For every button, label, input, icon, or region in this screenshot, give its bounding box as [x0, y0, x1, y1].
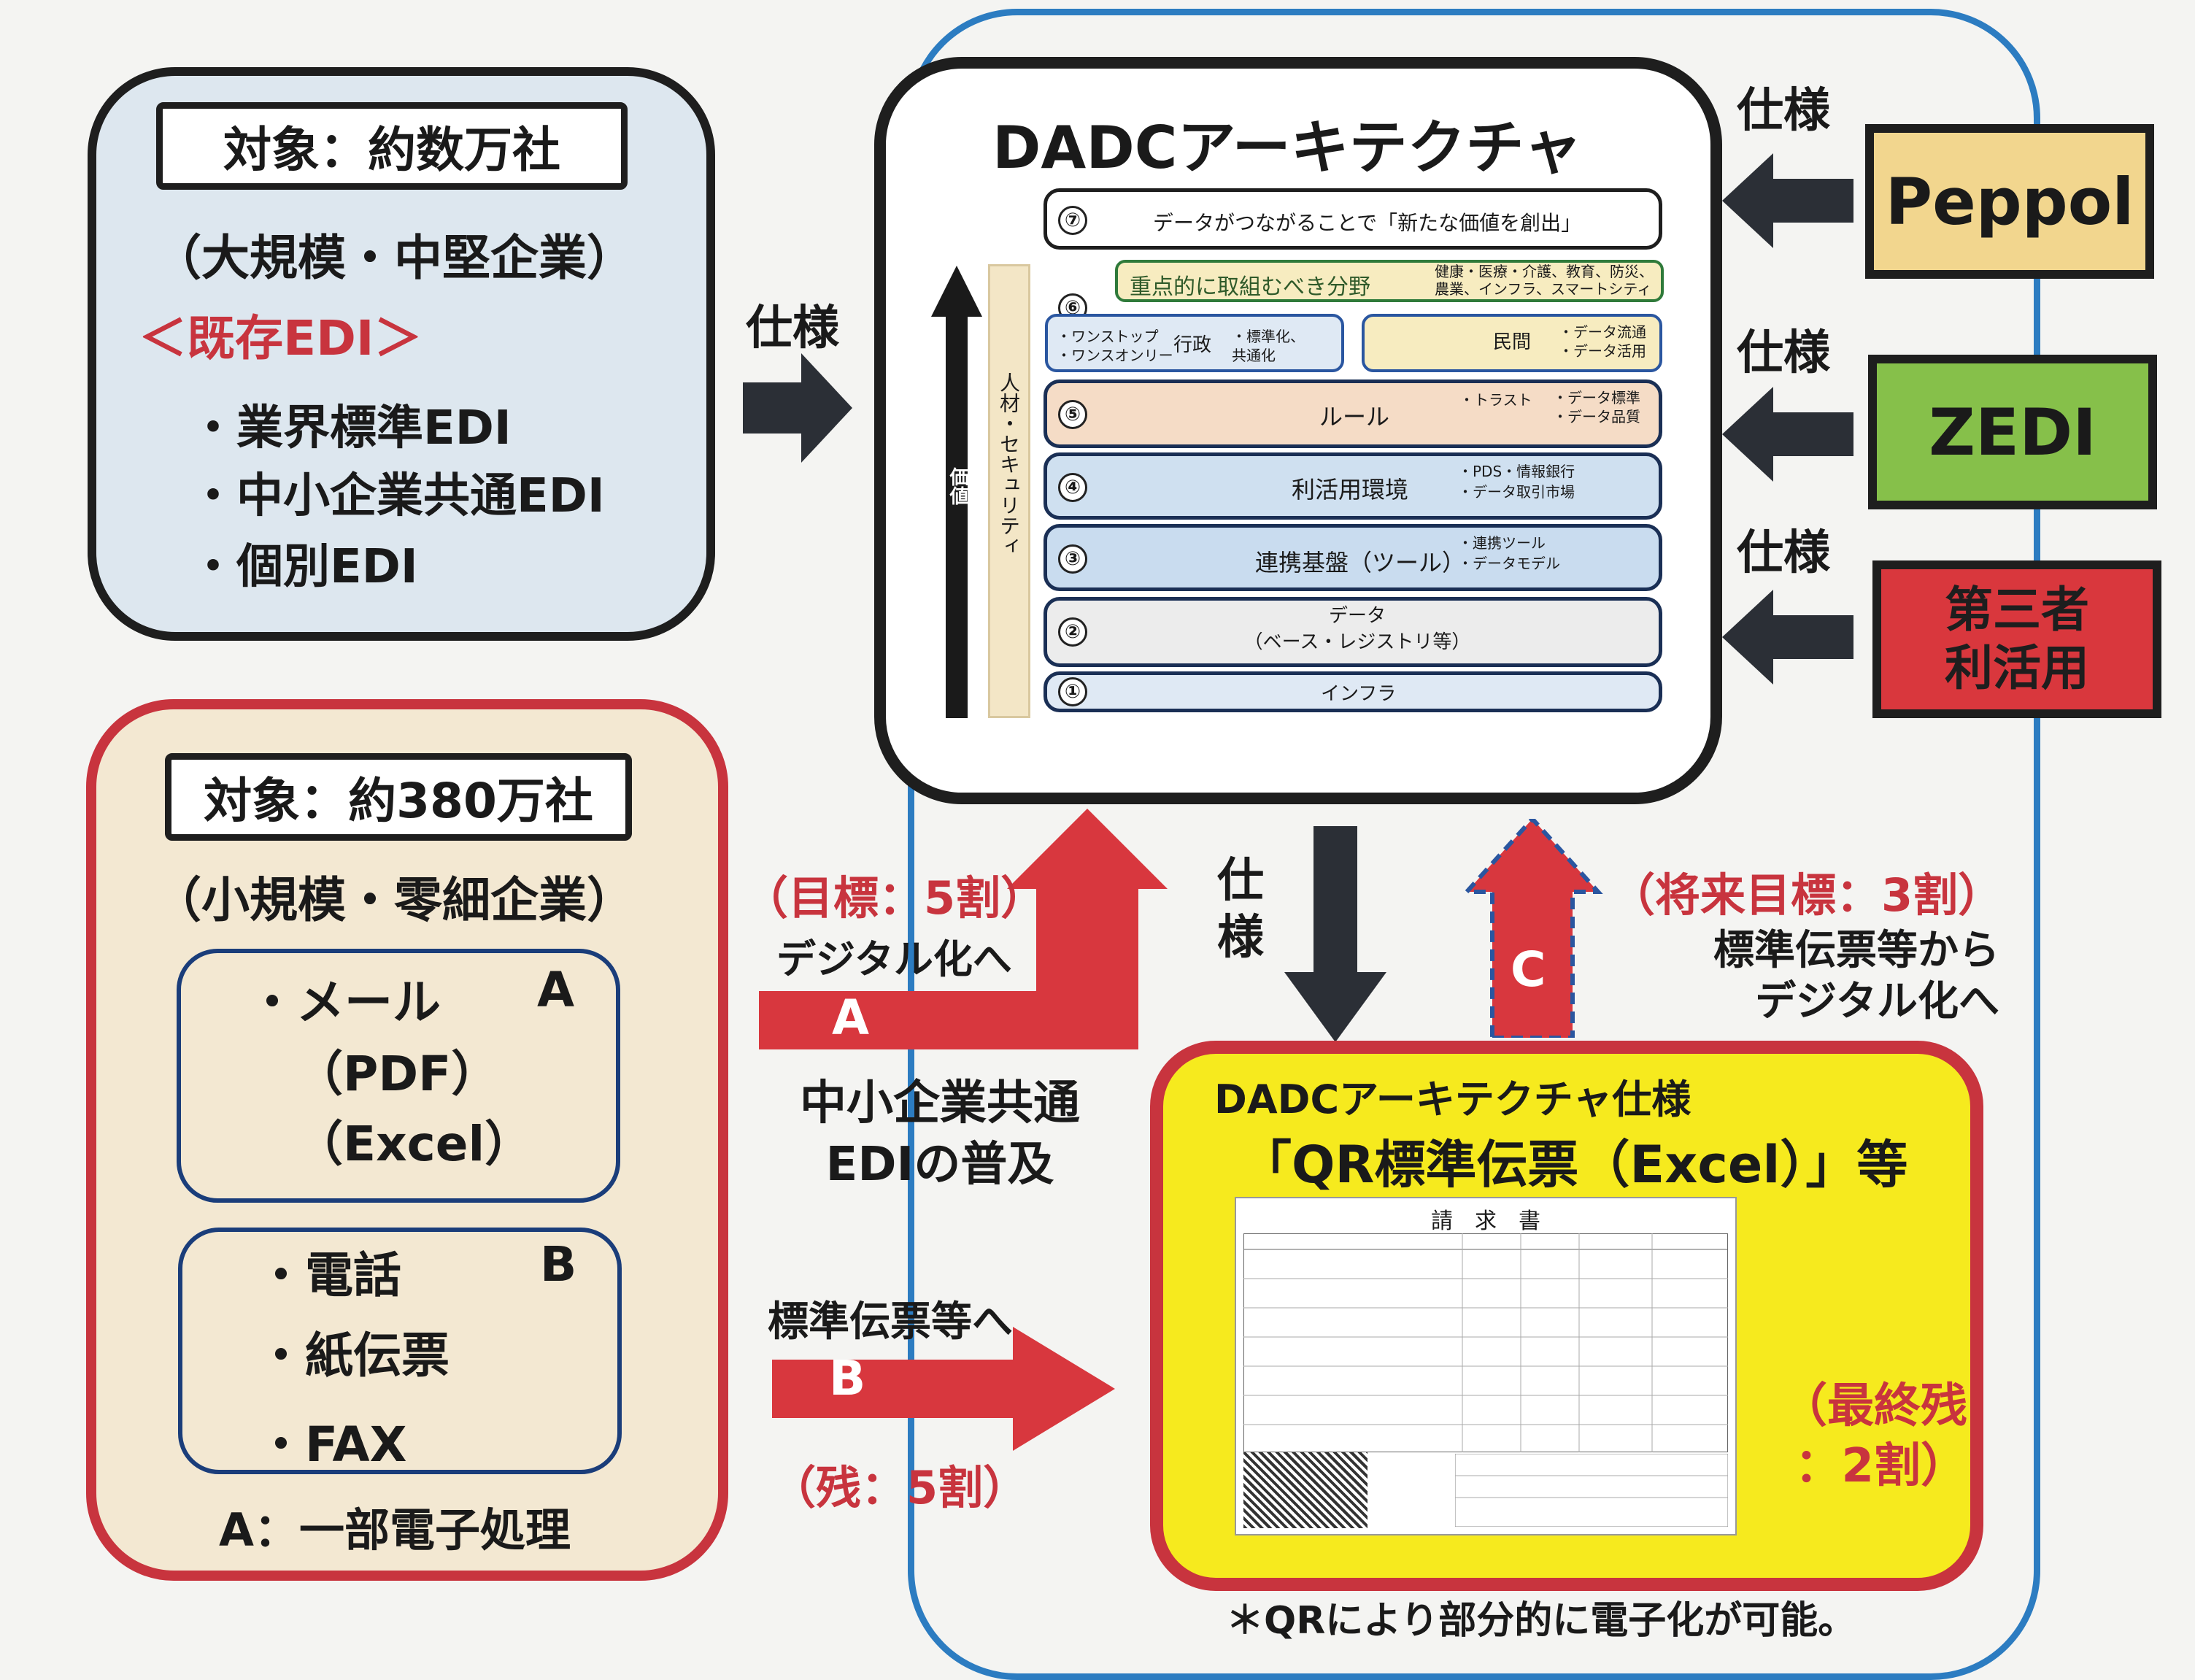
- arrow-a: [759, 809, 1168, 1049]
- layer-1: [1044, 671, 1662, 712]
- invoice-image: 請 求 書: [1235, 1197, 1737, 1535]
- arrow-c-goal: （将来目標：3割）: [1610, 868, 2004, 922]
- edi-target-label: 対象：約数万社: [156, 102, 628, 190]
- layer-5-number: ⑤: [1058, 400, 1087, 429]
- invoice-title: 請 求 書: [1431, 1209, 1540, 1234]
- group-a-line: （PDF）: [295, 1046, 500, 1102]
- arrow-spec-down: [1284, 826, 1386, 1042]
- hr-security-label: 人材・セキュリティ: [997, 372, 1021, 556]
- group-b-letter: B: [540, 1236, 577, 1292]
- arrow-b-top: 標準伝票等へ: [768, 1298, 1013, 1346]
- spec-label-zedi: 仕様: [1737, 326, 1830, 380]
- arrow-a-caption: 中小企業共通 EDIの普及: [800, 1076, 1080, 1192]
- arrow-peppol: [1722, 153, 1853, 248]
- architecture-title: DADCアーキテクチャ: [992, 114, 1582, 182]
- peppol-box: Peppol: [1865, 124, 2154, 279]
- group-b-line: ・電話: [257, 1247, 401, 1303]
- group-b-line: ・紙伝票: [257, 1328, 450, 1384]
- bottom-note: ＊QRにより部分的に電子化が可能。: [1226, 1599, 1856, 1643]
- group-a-box: [177, 949, 620, 1203]
- arrow-a-goal: （目標：5割）: [743, 871, 1046, 925]
- arrow-edi-to-arch: [743, 353, 852, 463]
- layer-6-header-box: [1115, 260, 1664, 302]
- layer-6-gov-items: ・標準化、 共通化: [1232, 328, 1305, 364]
- small-target-label: 対象：約380万社: [165, 753, 632, 841]
- group-a-line: ・メール: [248, 974, 441, 1030]
- spec-label-edi: 仕様: [746, 301, 839, 355]
- third-party-box: 第三者 利活用: [1872, 560, 2161, 718]
- arrow-zedi: [1722, 387, 1853, 482]
- layer-6-gov: 行政: [1173, 334, 1212, 356]
- layer-1-text: インフラ: [1321, 683, 1397, 705]
- edi-scale-label: （大規模・中堅企業）: [153, 230, 635, 286]
- arrow-c-letter: C: [1511, 941, 1546, 998]
- spec-label-down: 仕 様: [1217, 854, 1264, 965]
- layer-1-number: ①: [1058, 677, 1087, 706]
- hr-security-bar: [988, 264, 1030, 718]
- layer-2-number: ②: [1058, 617, 1087, 647]
- layer-6-header: 重点的に取組むべき分野: [1130, 274, 1370, 300]
- spec-label-peppol: 仕様: [1737, 84, 1830, 138]
- zedi-box: ZEDI: [1868, 355, 2157, 509]
- value-arrow: [931, 266, 982, 718]
- layer-6-private: 民間: [1493, 331, 1532, 353]
- layer-6-left: ・ワンストップ ・ワンスオンリー: [1057, 328, 1173, 364]
- layer-5-text: ルール: [1319, 403, 1390, 431]
- group-a-letter: A: [537, 962, 575, 1018]
- arrow-a-letter: A: [832, 990, 870, 1046]
- layer-6-private-box: [1362, 314, 1662, 372]
- layer-3: [1044, 524, 1662, 591]
- layer-4-number: ④: [1058, 473, 1087, 502]
- layer-2: [1044, 597, 1662, 667]
- arrow-b-bottom: （残：5割）: [771, 1461, 1029, 1514]
- edi-item: ・個別EDI: [190, 540, 418, 594]
- arrow-b: [772, 1327, 1115, 1451]
- small-scale-label: （小規模・零細企業）: [153, 872, 635, 928]
- layer-4-items: ・PDS・情報銀行 ・データ取引市場: [1458, 463, 1575, 501]
- invoice-table: [1243, 1233, 1728, 1452]
- layer-5-items-b: ・データ標準 ・データ品質: [1553, 389, 1640, 425]
- final-remaining: （最終残 ：2割）: [1781, 1379, 1967, 1493]
- spec-label-third-party: 仕様: [1737, 526, 1830, 580]
- layer-5: [1044, 379, 1662, 448]
- layer-6-gov-box: [1045, 314, 1344, 372]
- group-b-box: [178, 1228, 622, 1474]
- layer-4: [1044, 452, 1662, 520]
- qr-code-icon: [1243, 1452, 1367, 1528]
- invoice-totals: [1455, 1454, 1728, 1527]
- layer-6-private-items: ・データ流通 ・データ活用: [1559, 323, 1646, 360]
- group-a-line: （Excel）: [295, 1116, 533, 1172]
- arrow-c-sub: 標準伝票等から デジタル化へ: [1713, 927, 1999, 1025]
- edi-item: ・業界標準EDI: [190, 401, 512, 455]
- edi-item: ・中小企業共通EDI: [190, 469, 605, 523]
- layer-4-text: 利活用環境: [1292, 476, 1409, 504]
- arrow-third-party: [1722, 590, 1853, 685]
- layer-7: [1044, 188, 1662, 250]
- value-label: 価値: [946, 467, 968, 505]
- layer-6-fields: 健康・医療・介護、教育、防災、農業、インフラ、スマートシティ: [1435, 263, 1654, 298]
- qr-box-title: DADCアーキテクチャ仕様: [1214, 1076, 1691, 1122]
- layer-3-items: ・連携ツール ・データモデル: [1458, 534, 1560, 572]
- layer-3-text: 連携基盤（ツール）: [1255, 549, 1466, 577]
- layer-3-number: ③: [1058, 544, 1087, 574]
- arrow-a-sub: デジタル化へ: [776, 936, 1012, 982]
- layer-2-text: データ （ベース・レジストリ等）: [1243, 605, 1471, 653]
- edi-existing-label: ＜既存EDI＞: [139, 310, 423, 366]
- layer-7-number: ⑦: [1058, 206, 1087, 235]
- arrow-b-letter: B: [829, 1350, 866, 1406]
- group-b-line: ・FAX: [257, 1417, 407, 1473]
- small-footnote: A：一部電子処理: [219, 1503, 571, 1557]
- layer-5-items-a: ・トラスト: [1459, 391, 1532, 409]
- qr-box-subtitle: 「QR標準伝票（Excel）」等: [1241, 1135, 1908, 1195]
- arrow-c: [1462, 819, 1603, 1038]
- layer-7-text: データがつながることで「新たな価値を創出」: [1153, 211, 1582, 235]
